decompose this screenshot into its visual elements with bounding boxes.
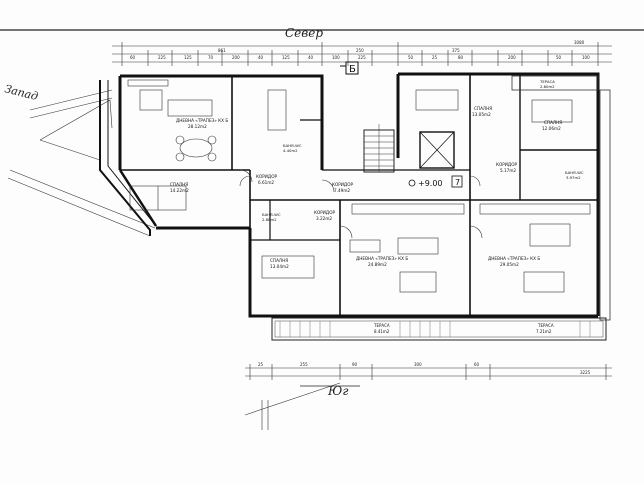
dim-part-9: 100 <box>332 55 340 60</box>
room-area-hall-b: 3.22m2 <box>316 216 332 221</box>
dim-bottom-6: 3225 <box>580 370 591 375</box>
dim-bottom-1: 25 <box>258 362 264 367</box>
dim-part-14: 200 <box>508 55 516 60</box>
dim-part-10: 225 <box>358 55 366 60</box>
balcony-strips <box>271 75 611 341</box>
dim-part-1: 60 <box>130 55 136 60</box>
dim-total-1: 861 <box>218 48 226 53</box>
dim-part-11: 50 <box>408 55 414 60</box>
dim-part-15: 50 <box>556 55 562 60</box>
room-area-hall-a: 6.61m2 <box>258 180 274 185</box>
room-area-bed-d: 12.06m2 <box>542 126 561 131</box>
stair-core <box>363 124 455 173</box>
dim-part-7: 125 <box>282 55 290 60</box>
room-name-bed-a: СПАЛНЯ <box>170 182 188 187</box>
dim-bottom-2: 255 <box>300 362 308 367</box>
room-name-hall-a: КОРИДОР <box>256 174 277 179</box>
room-area-hall-c: 5.17m2 <box>500 168 516 173</box>
dim-part-16: 100 <box>582 55 590 60</box>
dim-part-6: 40 <box>258 55 264 60</box>
room-area-bath-c: 3.97m2 <box>566 175 581 180</box>
room-area-bath-a: 4.40m2 <box>283 148 298 153</box>
room-name-terrace-top: ТЕРАСА <box>539 79 555 84</box>
room-name-hall-c: КОРИДОР <box>496 162 517 167</box>
bottom-dimension-lines: 25 255 90 300 60 3225 <box>244 362 612 430</box>
room-name-bed-d: СПАЛНЯ <box>544 120 562 125</box>
section-marker: Б <box>340 61 359 75</box>
room-area-bed-a: 14.22m2 <box>170 188 189 193</box>
north-label: Север <box>285 26 323 40</box>
dim-bottom-4: 300 <box>414 362 422 367</box>
room-name-bath-a: БАНЯ-WC <box>283 143 302 148</box>
axis-mark: 7 <box>455 178 460 187</box>
dim-part-13: 80 <box>458 55 464 60</box>
dim-part-4: 70 <box>208 55 214 60</box>
room-name-bath-a2: БАНЯ-WC <box>262 212 281 217</box>
top-dimension-lines: 861 250 375 3080 60 225 125 70 200 40 12… <box>112 40 612 66</box>
room-area-living-b: 24.89m2 <box>368 262 387 267</box>
dim-part-2: 225 <box>158 55 166 60</box>
room-name-living-a: ДНЕВНА «ТРАПЕЗ» КХ Б <box>176 118 228 123</box>
room-area-bed-c: 13.05m2 <box>472 112 491 117</box>
room-area-terrace-top: 2.80m2 <box>540 84 555 89</box>
room-labels: ДНЕВНА «ТРАПЕЗ» КХ Б 28.12m2 СПАЛНЯ 14.2… <box>170 79 584 334</box>
room-area-terrace-c: 7.21m2 <box>536 329 552 334</box>
dim-part-5: 200 <box>232 55 240 60</box>
room-area-bed-b: 13.04m2 <box>270 264 289 269</box>
room-name-bath-c: БАНЯ-WC <box>565 170 584 175</box>
room-area-bath-a2: 2.88m2 <box>262 217 277 222</box>
level-mark: +9.00 <box>418 179 443 188</box>
room-name-hall-common: КОРИДОР <box>332 182 353 187</box>
room-name-living-b: ДНЕВНА «ТРАПЕЗ» КХ Б <box>356 256 408 261</box>
room-name-terrace-b: ТЕРАСА <box>373 323 390 328</box>
room-area-hall-common: 7.49m2 <box>334 188 350 193</box>
dim-part-12: 25 <box>432 55 438 60</box>
room-name-living-c: ДНЕВНА «ТРАПЕЗ» КХ Б <box>488 256 540 261</box>
dim-total-3: 375 <box>452 48 460 53</box>
room-name-bed-b: СПАЛНЯ <box>270 258 288 263</box>
dim-total-2: 250 <box>356 48 364 53</box>
room-area-terrace-b: 8.41m2 <box>374 329 390 334</box>
furniture <box>127 79 591 293</box>
room-area-living-a: 28.12m2 <box>188 124 207 129</box>
section-mark: Б <box>349 64 356 75</box>
room-area-living-c: 29.05m2 <box>500 262 519 267</box>
dim-bottom-3: 90 <box>352 362 358 367</box>
dim-total-4: 3080 <box>574 40 585 45</box>
room-name-hall-b: КОРИДОР <box>314 210 335 215</box>
dim-bottom-5: 60 <box>474 362 480 367</box>
dim-part-3: 125 <box>184 55 192 60</box>
room-name-terrace-c: ТЕРАСА <box>537 323 554 328</box>
south-label: Юг <box>327 384 348 398</box>
level-marker: +9.00 7 <box>408 175 463 188</box>
room-name-bed-c: СПАЛНЯ <box>474 106 492 111</box>
exterior-walls <box>118 72 600 318</box>
west-terrace-lines <box>7 80 157 237</box>
dim-part-8: 40 <box>308 55 314 60</box>
